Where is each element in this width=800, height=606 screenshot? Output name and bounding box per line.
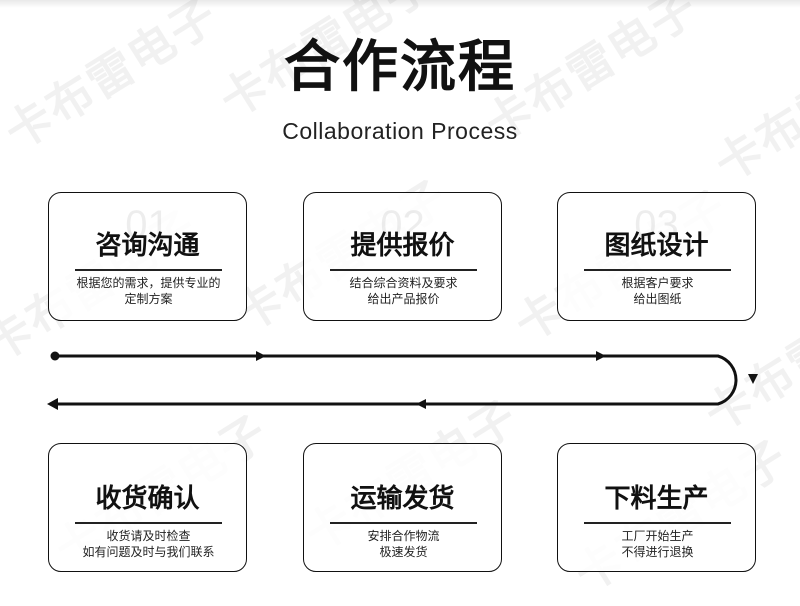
desc-line: 如有问题及时与我们联系 [82,545,215,559]
step-title: 咨询沟通 [95,231,200,261]
step-description: 根据客户要求 给出图纸 [566,275,749,307]
step-description: 根据您的需求，提供专业的 定制方案 [57,275,240,307]
desc-line: 极速发货 [379,545,428,559]
step-description: 结合综合资料及要求 给出产品报价 [312,275,495,307]
step-description: 收货请及时检查 如有问题及时与我们联系 [57,528,240,560]
step-title: 下料生产 [604,484,709,514]
step-description: 安排合作物流 极速发货 [312,528,495,560]
desc-line: 定制方案 [124,292,173,306]
step-title: 图纸设计 [604,231,709,261]
flow-arrow-left [416,399,426,409]
step-divider [584,522,731,524]
step-title: 提供报价 [350,231,455,261]
step-number: 02 [380,203,425,247]
desc-line: 不得进行退换 [621,545,694,559]
step-card-design: 03 图纸设计 根据客户要求 给出图纸 [557,192,756,321]
top-edge-shade [0,0,800,8]
step-divider [75,522,222,524]
desc-line: 收货请及时检查 [106,529,191,543]
step-divider [330,269,477,271]
step-title: 收货确认 [95,484,200,514]
desc-line: 给出图纸 [633,292,682,306]
step-divider [75,269,222,271]
step-description: 工厂开始生产 不得进行退换 [566,528,749,560]
step-number: 03 [634,203,679,247]
desc-line: 给出产品报价 [367,292,440,306]
step-card-receive: 收货确认 收货请及时检查 如有问题及时与我们联系 [48,443,247,572]
step-title: 运输发货 [350,484,455,514]
step-card-quote: 02 提供报价 结合综合资料及要求 给出产品报价 [303,192,502,321]
flow-arrow-down [748,374,758,384]
page-subtitle: Collaboration Process [282,118,518,144]
step-number: 01 [125,203,170,247]
page-title: 合作流程 [284,35,516,100]
desc-line: 安排合作物流 [367,529,440,543]
step-card-consult: 01 咨询沟通 根据您的需求，提供专业的 定制方案 [48,192,247,321]
flow-arrow-right [596,351,606,361]
step-divider [584,269,731,271]
flow-arrow-right [256,351,266,361]
flow-arrow-left [47,398,58,410]
desc-line: 结合综合资料及要求 [349,276,458,290]
step-card-production: 下料生产 工厂开始生产 不得进行退换 [557,443,756,572]
desc-line: 根据您的需求，提供专业的 [76,276,221,290]
flow-path [50,354,738,406]
desc-line: 根据客户要求 [621,276,694,290]
step-divider [330,522,477,524]
step-card-shipping: 运输发货 安排合作物流 极速发货 [303,443,502,572]
desc-line: 工厂开始生产 [621,529,694,543]
